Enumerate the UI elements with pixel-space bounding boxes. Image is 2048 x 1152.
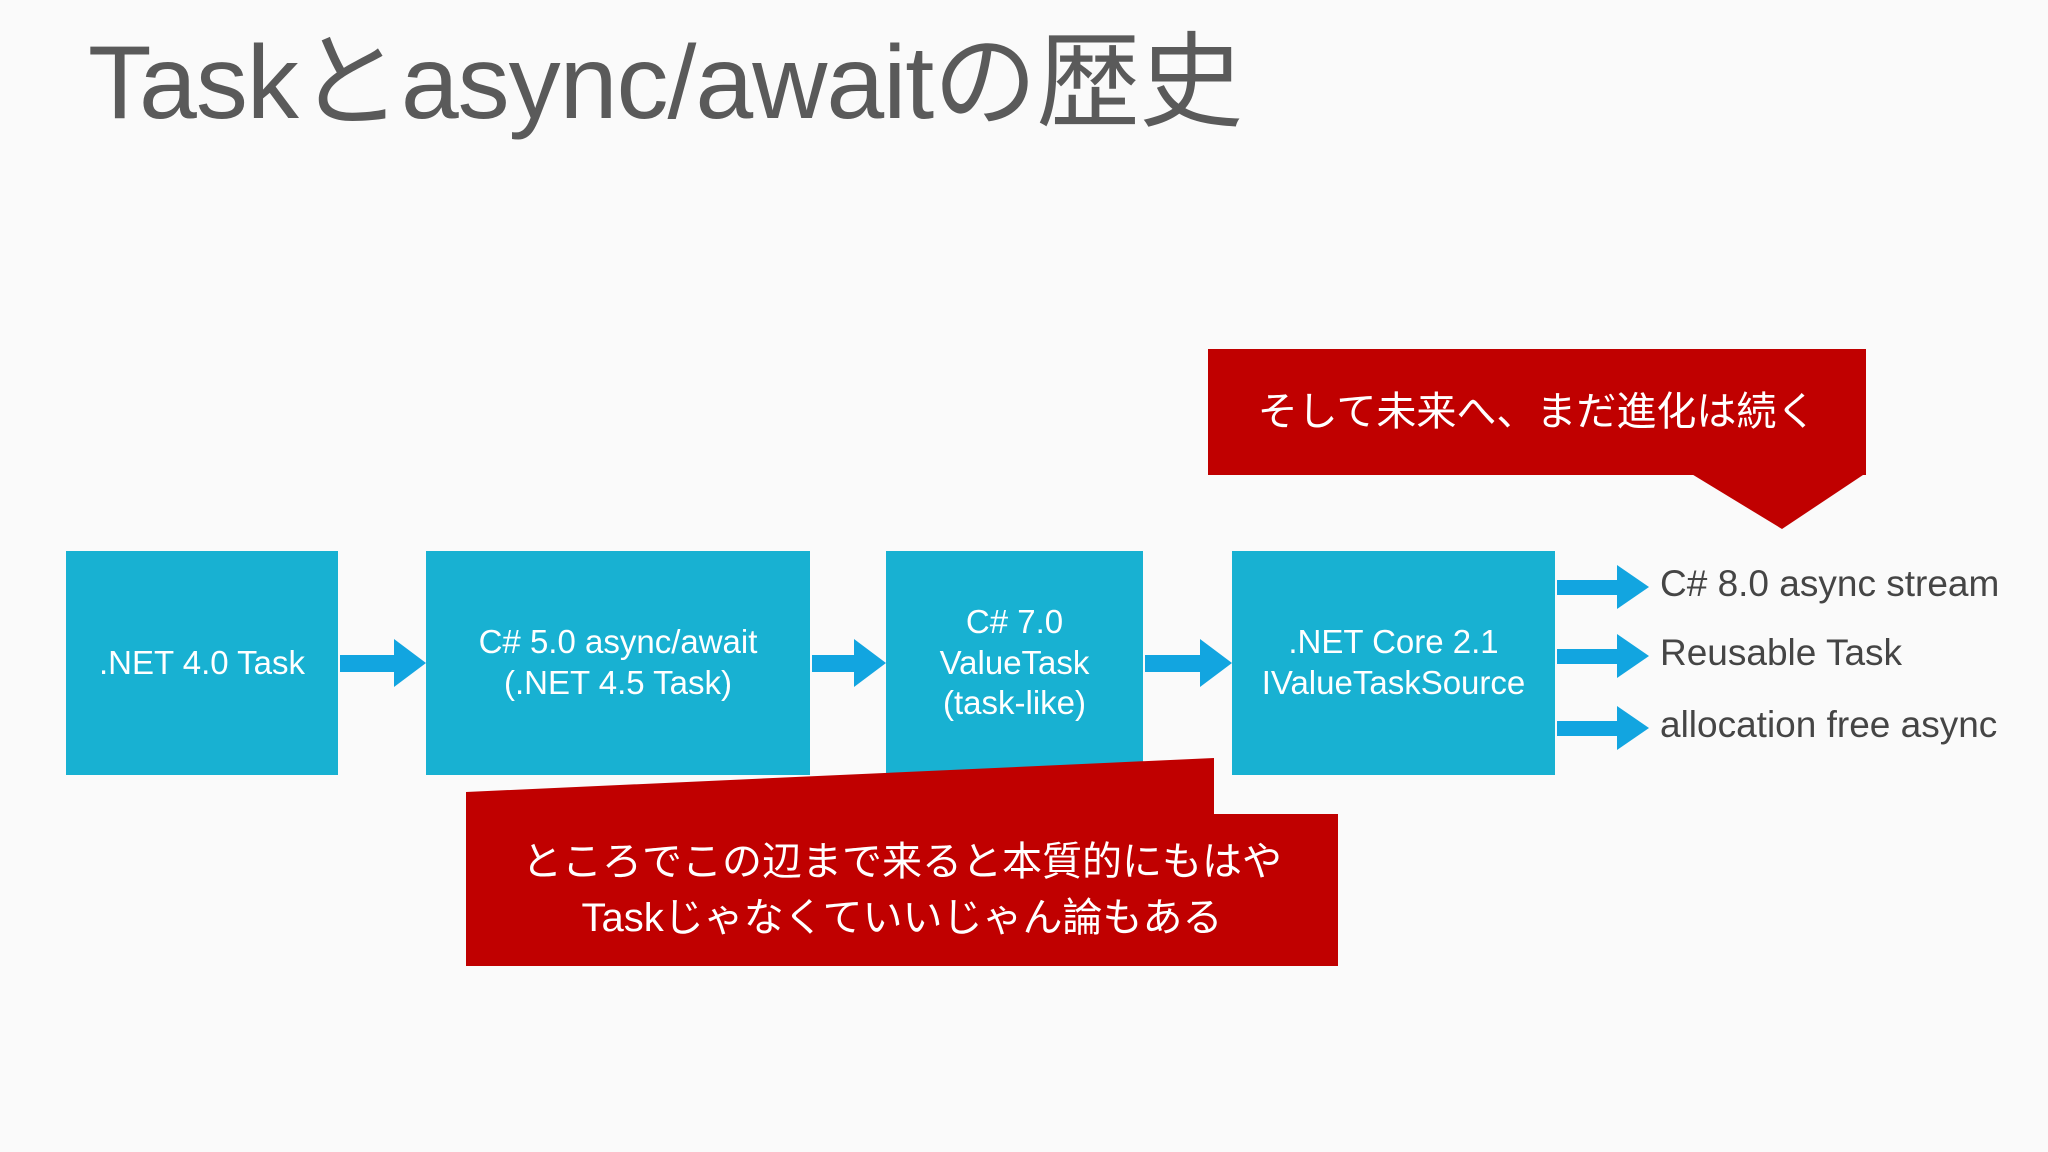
timeline-box-csharp50-async-await: C# 5.0 async/await (.NET 4.5 Task) <box>426 551 810 775</box>
connector-arrow-2-head <box>854 639 886 687</box>
timeline-box-csharp70-valuetask: C# 7.0 ValueTask (task-like) <box>886 551 1143 775</box>
outcome-label-async-stream: C# 8.0 async stream <box>1660 563 2000 604</box>
page-title: Taskとasync/awaitの歴史 <box>88 25 1243 141</box>
connector-arrow-3 <box>1145 639 1232 687</box>
outcome-arrow-1 <box>1557 565 1649 609</box>
outcome-arrow-3-shaft <box>1557 721 1619 736</box>
connector-arrow-1 <box>340 639 426 687</box>
connector-arrow-1-shaft <box>340 655 396 672</box>
timeline-box-netcore21-ivaluetasksource: .NET Core 2.1 IValueTaskSource <box>1232 551 1555 775</box>
callout-future: そして未来へ、まだ進化は続く <box>1208 349 1866 475</box>
outcome-arrow-2-head <box>1617 634 1649 678</box>
outcome-label-reusable-task: Reusable Task <box>1660 632 1903 673</box>
callout-essence-tail <box>466 758 1214 816</box>
outcome-arrow-3 <box>1557 706 1649 750</box>
outcome-arrow-2 <box>1557 634 1649 678</box>
outcome-label-allocation-free-async: allocation free async <box>1660 704 1998 745</box>
callout-essence: ところでこの辺まで来ると本質的にもはや Taskじゃなくていいじゃん論もある <box>466 814 1338 966</box>
callout-future-tail <box>1690 473 1866 529</box>
timeline-box-net40-task: .NET 4.0 Task <box>66 551 338 775</box>
outcome-arrow-3-head <box>1617 706 1649 750</box>
connector-arrow-2 <box>812 639 886 687</box>
connector-arrow-3-head <box>1200 639 1232 687</box>
connector-arrow-3-shaft <box>1145 655 1202 672</box>
outcome-arrow-1-head <box>1617 565 1649 609</box>
connector-arrow-2-shaft <box>812 655 856 672</box>
outcome-arrow-1-shaft <box>1557 580 1619 595</box>
outcome-arrow-2-shaft <box>1557 649 1619 664</box>
connector-arrow-1-head <box>394 639 426 687</box>
